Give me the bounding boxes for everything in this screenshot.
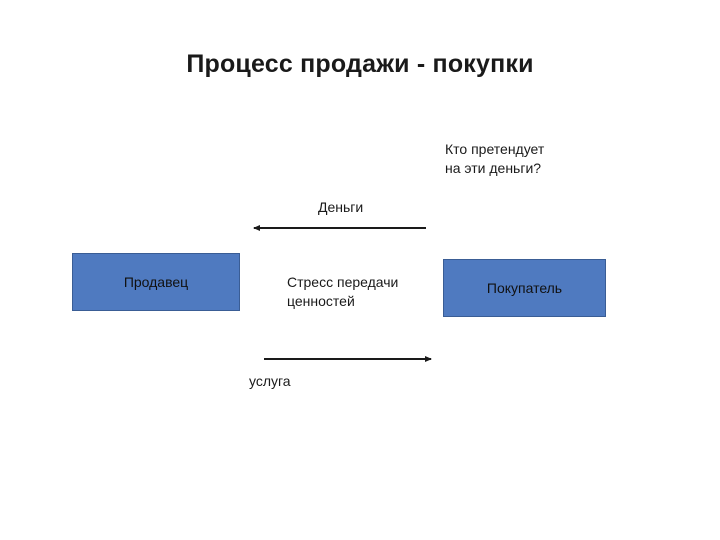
claim-question-line-2: на эти деньги?: [445, 160, 542, 176]
service-label: услуга: [249, 373, 291, 389]
claim-question-line-1: Кто претендует: [445, 141, 545, 157]
claim-question-label: Кто претендует на эти деньги?: [445, 140, 544, 178]
seller-label: Продавец: [123, 274, 189, 290]
buyer-label: Покупатель: [486, 280, 563, 296]
stress-line-1: Стресс передачи: [287, 274, 399, 290]
seller-box: Продавец: [72, 253, 240, 311]
money-label: Деньги: [318, 199, 364, 215]
buyer-box: Покупатель: [443, 259, 606, 317]
stress-label: Стресс передачи ценностей: [287, 273, 398, 311]
slide-title: Процесс продажи - покупки: [186, 50, 534, 78]
stress-line-2: ценностей: [287, 293, 355, 309]
